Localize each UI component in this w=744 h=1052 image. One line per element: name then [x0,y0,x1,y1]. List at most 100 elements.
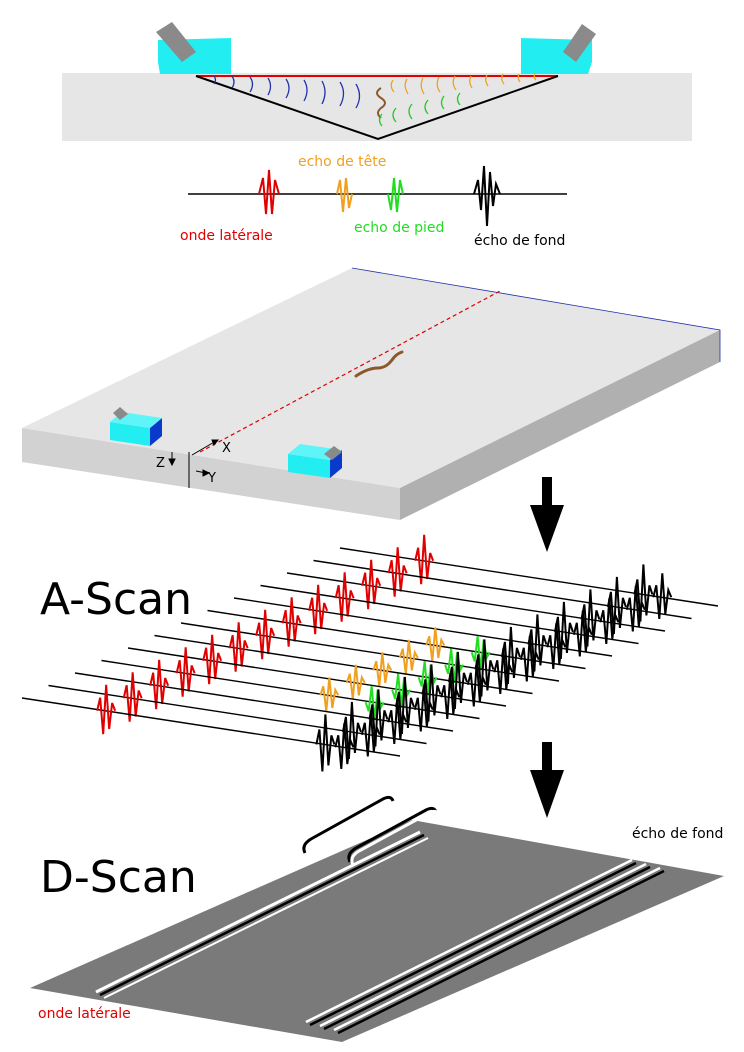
ascan-backwall-pulse [368,689,389,747]
scan-line [199,290,501,453]
ascan-backwall-pulse [341,701,362,759]
dscan-plate [30,820,724,1042]
plate-side [400,330,720,520]
ascan-lateral-pulse [96,684,117,735]
ascan-backwall-pulse [387,698,408,744]
foot-echo-label: echo de pied [354,220,444,236]
embedded-defect [354,350,404,378]
lateral-wave-label: onde latérale [180,228,273,244]
ascan-trace [127,647,507,707]
ascan-backwall-pulse [546,623,567,669]
ascan-head-echo-pulse [398,639,419,675]
ascan-trace [21,697,401,757]
ascan-backwall-pulse [466,660,487,707]
ascan-trace [48,684,427,745]
ascan-trace [339,547,719,607]
dscan-defect-head [299,792,395,854]
ascan-backwall-pulse [606,576,627,634]
ascan-head-echo-pulse [319,677,340,712]
ascan-foot-echo-pulse [417,660,438,696]
ascan-lateral-pulse [122,672,143,722]
ascan-head-echo-pulse [425,627,446,662]
ascan-title: A-Scan [40,574,192,625]
ascan-lateral-pulse [387,547,408,597]
ascan-foot-echo-pulse [391,673,412,708]
ascan-lateral-pulse [334,572,355,622]
back-wall-echo-label: écho de fond [474,233,565,249]
ascan-backwall-pulse [394,676,415,734]
ascan-backwall-pulse [334,723,355,769]
ascan-trace [313,559,692,620]
probe-3d-receiver [288,444,342,478]
probe-3d-emitter [110,407,162,446]
ascan-trace [154,634,533,695]
ascan-lateral-pulse [414,534,435,585]
ascan-backwall-pulse [633,564,654,622]
specimen-3d-panel: Z X Y [22,267,721,520]
plate-edge [351,267,721,362]
down-arrow-icon [530,742,564,818]
ascan-backwall-pulse [625,585,646,632]
dscan-backwall-bands [305,858,665,1035]
ascan-lateral-pulse [281,597,302,647]
ascan-trace [286,572,666,632]
down-arrow-icon [530,477,564,552]
ascan-stack [21,534,719,772]
dscan-back-wall-label: écho de fond [632,826,723,842]
ascan-foot-echo-pulse [444,648,465,683]
back-wall-pulse [473,165,501,227]
ascan-lateral-pulse [228,622,249,672]
defect-crack [376,87,386,119]
ascan-lateral-pulse [308,584,329,635]
axis-x-label: X [222,441,231,456]
axis-z-label: Z [156,456,165,471]
head-echo-label: echo de tête [298,154,386,170]
receiver-probe [521,24,596,74]
ascan-backwall-pulse [440,673,461,719]
ascan-lateral-pulse [361,559,382,610]
ascan-lateral-pulse [149,659,170,710]
ascan-backwall-pulse [360,710,381,757]
foot-echo-pulse [387,177,404,213]
cross-section-panel: echo de tête onde latérale echo de pied … [62,22,692,249]
ascan-backwall-pulse [315,714,336,772]
ascan-lateral-pulse [175,647,196,697]
axis-y-label: Y [207,471,216,486]
coordinate-axes [168,439,220,488]
ascan-backwall-pulse [500,626,521,684]
ascan-backwall-pulse [572,610,593,657]
ascan-backwall-pulse [474,639,495,697]
dscan-panel: écho de fond onde latérale [30,792,724,1042]
ascan-backwall-pulse [413,685,434,732]
ascan-backwall-pulse [421,664,442,722]
dscan-title: D-Scan [40,852,197,903]
ascan-trace [260,584,639,645]
ascan-trace [101,659,480,720]
specimen-section [62,73,692,141]
dscan-defect-foot [347,806,441,866]
ascan-backwall-pulse [447,651,468,709]
ascan-backwall-pulse [493,648,514,694]
back-wall-path [195,75,559,141]
ascan-backwall-pulse [519,635,540,682]
ascan-backwall-pulse [580,589,601,647]
ascan-trace [74,672,454,732]
ascan-signal [188,165,567,227]
wavefront-arcs [213,73,537,127]
ascan-foot-echo-pulse [470,635,491,671]
ascan-trace [233,597,613,657]
plate-front [22,428,400,520]
emitter-probe [156,22,231,74]
dscan-lateral-wave-label: onde latérale [38,1006,131,1022]
ascan-trace [180,622,560,682]
ascan-head-echo-pulse [372,652,393,687]
ascan-backwall-pulse [599,598,620,644]
ascan-lateral-pulse [202,634,223,685]
ascan-backwall-pulse [553,601,574,659]
ascan-trace [207,609,586,670]
dscan-lateral-band [95,830,429,999]
lateral-wave-pulse [258,169,280,215]
ascan-backwall-pulse [652,573,673,619]
